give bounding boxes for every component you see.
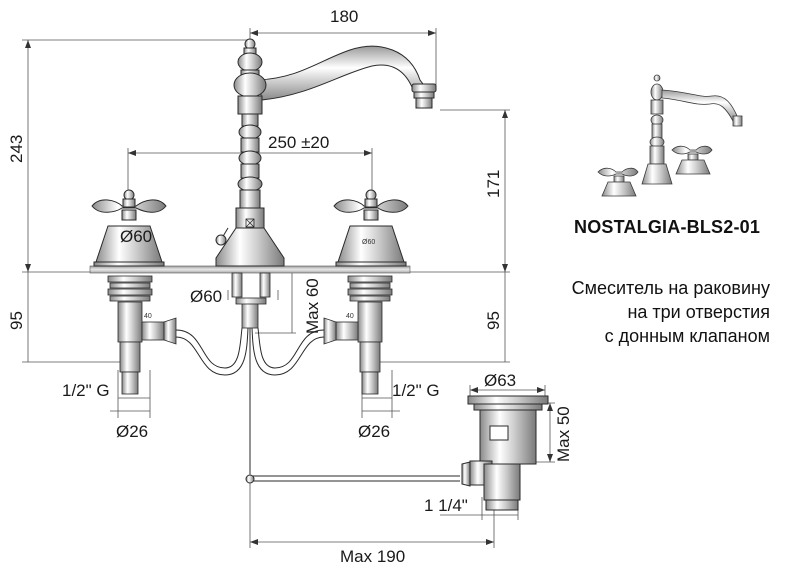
description-line-2: на три отверстия bbox=[627, 302, 770, 322]
dim-handle-spacing: 250 ±20 bbox=[268, 133, 329, 152]
dim-spout-reach: 180 bbox=[330, 7, 358, 26]
product-photo bbox=[597, 74, 743, 197]
body-marker bbox=[245, 218, 255, 228]
dimension-labels: 180 243 171 250 ±20 Ø60 Ø60 Ø60 Max 60 9… bbox=[7, 7, 573, 566]
dim-thread-right: 1/2" G bbox=[392, 381, 440, 400]
product-code: NOSTALGIA-BLS2-01 bbox=[574, 217, 761, 237]
arrowheads bbox=[25, 30, 553, 545]
dim-spout-height: 171 bbox=[484, 170, 503, 198]
connection-hoses bbox=[175, 327, 325, 376]
spout-assembly bbox=[215, 38, 437, 267]
dim-shank-left: Ø26 bbox=[116, 422, 148, 441]
dim-below-deck-right: 95 bbox=[484, 311, 503, 330]
dim-drain-height: Max 50 bbox=[554, 406, 573, 462]
dim-thread-left: 1/2" G bbox=[62, 381, 110, 400]
right-handle bbox=[333, 189, 409, 267]
dim-body-base: Ø60 bbox=[190, 287, 222, 306]
dim-drain-flange: Ø63 bbox=[484, 371, 516, 390]
dim-small-mark-2: 40 bbox=[346, 313, 354, 320]
dim-rod-length: Max 190 bbox=[340, 547, 405, 566]
lift-rod bbox=[245, 328, 460, 484]
right-valve-body bbox=[323, 275, 393, 395]
central-shanks bbox=[231, 272, 271, 329]
dim-handle-rosette: Ø60 bbox=[120, 227, 152, 246]
description-line-3: с донным клапаном bbox=[604, 326, 770, 346]
description-line-1: Смеситель на раковину bbox=[571, 278, 770, 298]
dim-max-depth: Max 60 bbox=[303, 278, 322, 334]
dim-drain-thread: 1 1/4" bbox=[424, 496, 468, 515]
dim-shank-right: Ø26 bbox=[358, 422, 390, 441]
product-description: Смеситель на раковину на три отверстия с… bbox=[572, 276, 770, 348]
left-handle bbox=[91, 189, 167, 267]
dim-handle-rosette-small: Ø60 bbox=[362, 239, 375, 246]
dim-total-height: 243 bbox=[7, 135, 26, 163]
dim-below-deck-left: 95 bbox=[7, 311, 26, 330]
drain-valve bbox=[461, 395, 549, 511]
dim-small-mark-1: 40 bbox=[144, 313, 152, 320]
countertop-deck bbox=[89, 265, 411, 274]
left-valve-body bbox=[107, 275, 177, 395]
